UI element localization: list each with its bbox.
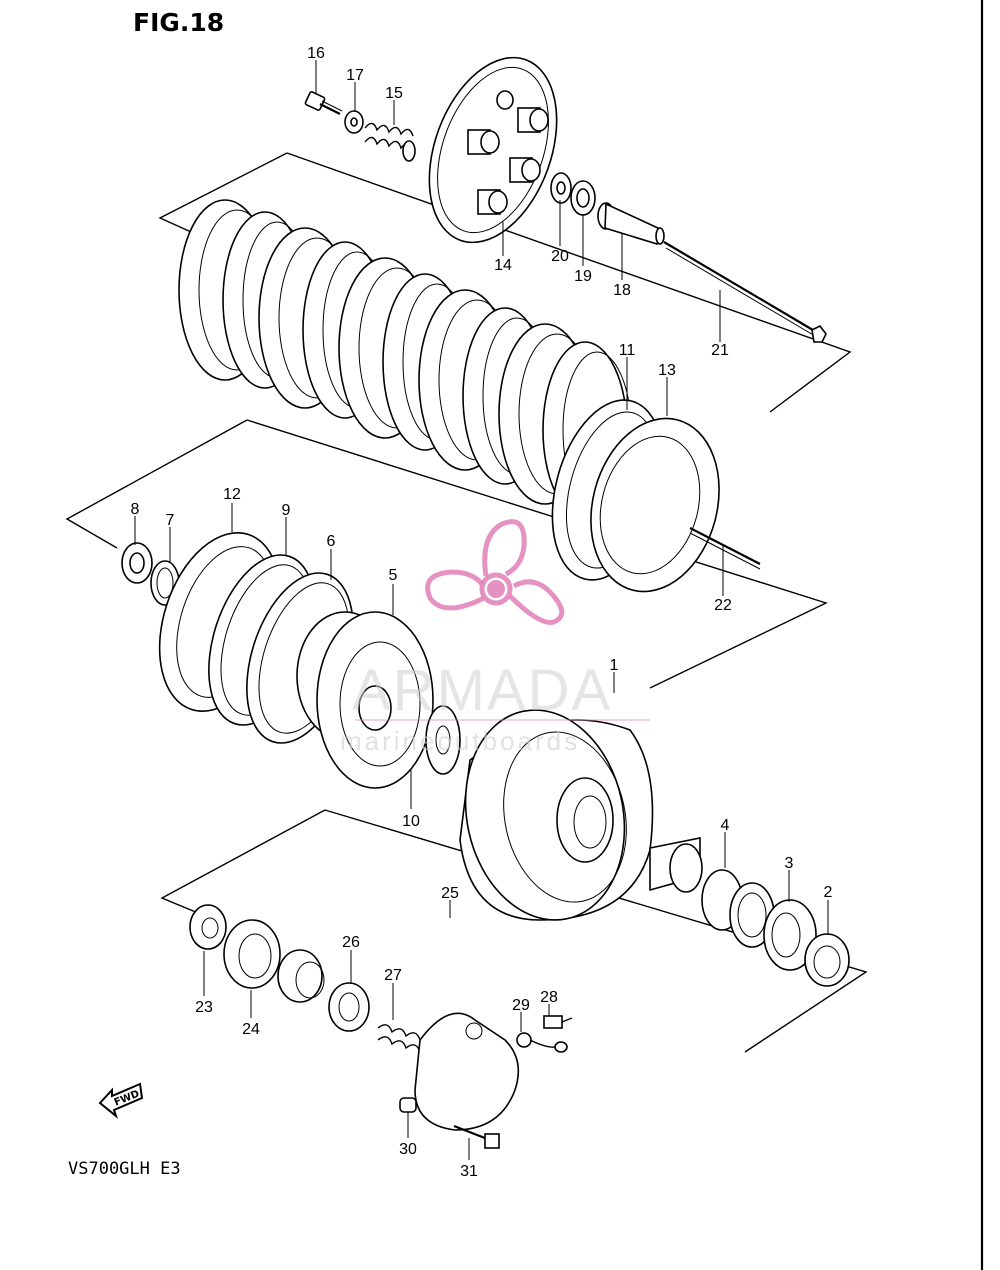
callout-1: 1 (610, 657, 619, 674)
clutch-spring (364, 122, 416, 162)
dowel-pin (399, 1097, 417, 1113)
callout-19: 19 (574, 268, 592, 285)
bleeder-cap (516, 1032, 568, 1053)
armada-watermark-logo (425, 519, 565, 625)
hub-frame-line-right (246, 419, 828, 689)
release-bearing (570, 180, 596, 216)
fwd-arrow-icon: FWD (98, 1082, 144, 1119)
callout-14: 14 (494, 257, 512, 274)
callout-24: 24 (242, 1021, 260, 1038)
callout-28: 28 (540, 989, 558, 1006)
callout-7: 7 (166, 512, 175, 529)
callout-31: 31 (460, 1163, 478, 1180)
callout-15: 15 (385, 85, 403, 102)
callout-4: 4 (721, 817, 730, 834)
push-rod (663, 241, 827, 343)
watermark-tagline: marineoutboards (340, 726, 580, 756)
callout-3: 3 (785, 855, 794, 872)
spacer (649, 837, 703, 893)
callout-21: 21 (711, 342, 729, 359)
washer (344, 110, 364, 134)
leader-lines (134, 60, 829, 1160)
callout-25: 25 (441, 885, 459, 902)
release-bearing-cup (277, 949, 325, 1003)
push-rod-short (689, 527, 761, 570)
clutch-plate-no2 (590, 417, 720, 593)
callout-9: 9 (282, 502, 291, 519)
callout-20: 20 (551, 248, 569, 265)
release-rack (597, 202, 665, 246)
primary-driven-gear-assembly (459, 709, 654, 921)
callout-12: 12 (223, 486, 241, 503)
callout-27: 27 (384, 967, 402, 984)
bearing-24 (223, 919, 281, 989)
spacer-ring (804, 933, 850, 987)
oil-seal-26 (328, 982, 370, 1032)
hub-frame-line (65, 419, 248, 549)
callout-29: 29 (512, 997, 530, 1014)
callout-11: 11 (619, 342, 636, 359)
clutch-spring-bolt (304, 91, 343, 115)
callout-23: 23 (195, 999, 213, 1016)
cover-bolt (453, 1124, 500, 1149)
needle-bearing (701, 869, 775, 948)
callout-30: 30 (399, 1141, 417, 1158)
figure-title: FIG.18 (133, 8, 224, 37)
release-frame-line (160, 809, 326, 919)
watermark-brand: ARMADA (352, 658, 612, 723)
callout-26: 26 (342, 934, 360, 951)
callout-6: 6 (327, 533, 336, 550)
pressure-plate (428, 56, 558, 244)
clutch-sleeve-hub (296, 611, 434, 789)
callout-16: 16 (307, 45, 325, 62)
callout-17: 17 (346, 67, 364, 84)
callout-5: 5 (389, 567, 398, 584)
thrust-washer (425, 705, 461, 775)
plates-frame-line (158, 152, 288, 237)
callout-18: 18 (613, 282, 631, 299)
hub-nut (121, 542, 153, 584)
callout-8: 8 (131, 501, 140, 518)
release-washer (550, 172, 572, 204)
callout-22: 22 (714, 597, 732, 614)
bleeder-screw (543, 1015, 573, 1029)
callout-13: 13 (658, 362, 676, 379)
oil-seal (189, 904, 227, 950)
model-code: VS700GLH E3 (68, 1159, 181, 1179)
callout-10: 10 (402, 813, 420, 830)
release-spring (377, 1024, 421, 1053)
release-cover (414, 1012, 520, 1131)
callout-2: 2 (824, 884, 833, 901)
thrust-washer-3 (763, 899, 817, 971)
